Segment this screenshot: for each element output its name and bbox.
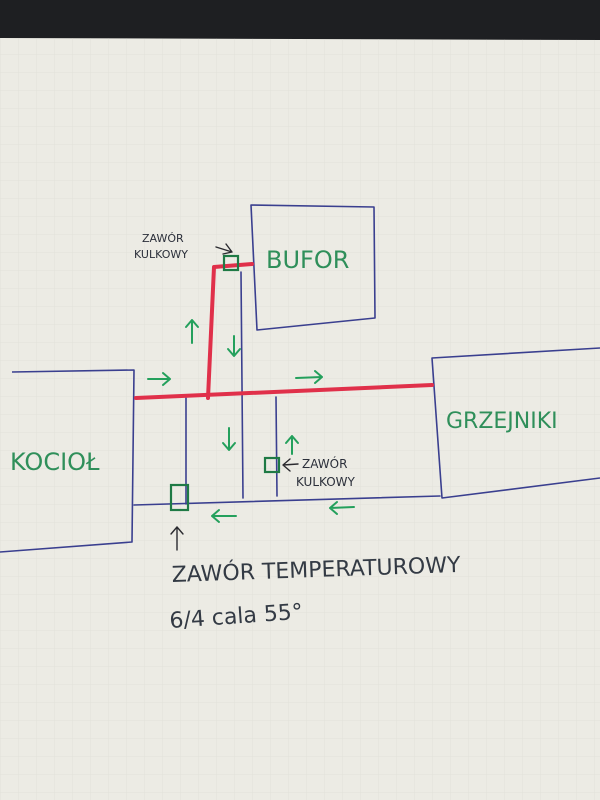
flow-arrow-right-2 (295, 370, 323, 384)
ball-valve-mid-label-1: ZAWÓR (302, 456, 347, 471)
pointer-arrow-ball-mid (282, 458, 299, 472)
ball-valve-mid-label-2: KULKOWY (296, 475, 356, 489)
ball-valve-top-label-2: KULKOWY (134, 248, 188, 261)
kociol-box (0, 369, 135, 553)
flow-arrow-up-1 (185, 319, 199, 344)
ball-valve-top (222, 254, 240, 272)
bufor-supply-pipe (206, 262, 254, 400)
branch-pipe-right (275, 396, 278, 497)
pointer-arrow-ball-top (215, 243, 233, 255)
thermostatic-valve (169, 483, 190, 512)
grzejniki-label: GRZEJNIKI (446, 409, 558, 434)
ball-valve-mid (263, 456, 281, 474)
pointer-arrow-thermo (170, 526, 184, 551)
grzejniki-box (431, 347, 600, 499)
flow-arrow-up-2 (285, 435, 299, 455)
flow-arrow-down-1 (227, 335, 241, 357)
paper-grid (0, 38, 600, 800)
flow-arrow-down-2 (222, 427, 236, 451)
ball-valve-top-label-1: ZAWÓR (142, 232, 184, 245)
bufor-box (250, 204, 376, 331)
flow-arrow-right-1 (147, 372, 171, 386)
desk-background (0, 0, 600, 40)
flow-arrow-left-2 (329, 501, 355, 515)
return-pipe (133, 495, 441, 506)
kociol-label: KOCIOŁ (10, 448, 100, 476)
bufor-label: BUFOR (266, 246, 349, 274)
hot-supply-pipe (134, 383, 434, 400)
flow-arrow-left-1 (211, 509, 237, 523)
bufor-return-pipe (240, 271, 244, 499)
